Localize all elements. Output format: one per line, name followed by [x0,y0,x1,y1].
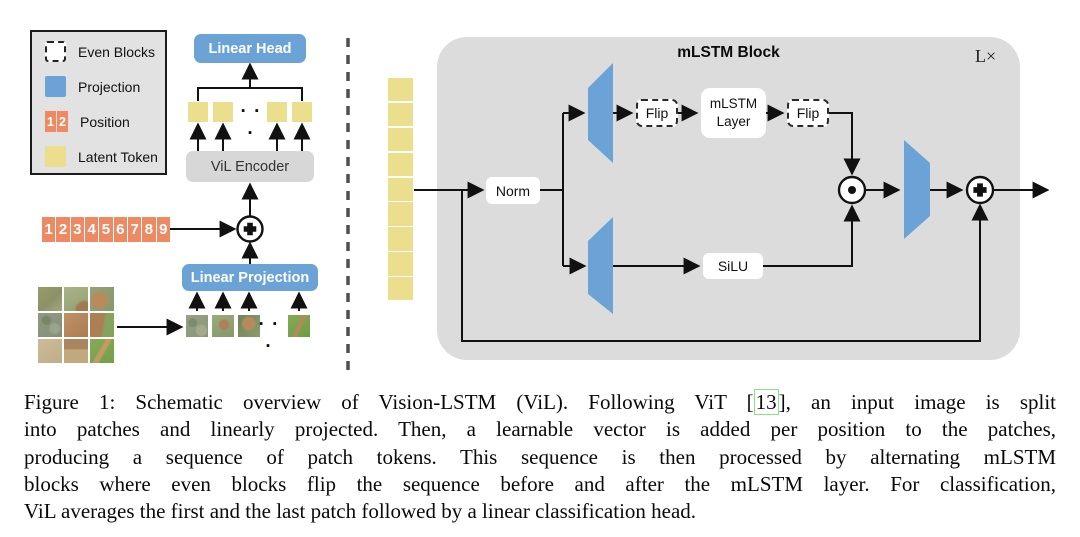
image-patch [90,339,114,363]
latent-token [388,78,413,102]
token-ellipsis: · · · [240,101,262,144]
input-image [38,287,114,363]
image-patch [64,287,88,311]
position-cell: 8 [142,217,156,242]
latent-token [213,102,233,122]
image-patch [38,339,62,363]
patch-ellipsis: · · · [258,314,280,357]
legend: Even Blocks Projection 1 2 Position Late… [30,30,167,175]
repeat-count-label: L× [975,46,997,66]
position-cell: 9 [156,217,170,242]
image-patch [64,339,88,363]
position-swatch-cell: 2 [57,111,68,132]
image-patch [90,313,114,337]
image-patch [64,313,88,337]
latent-token-swatch-icon [45,146,66,167]
mlstm-block-title: mLSTM Block [677,44,780,61]
image-patch [38,313,62,337]
even-blocks-swatch-icon [45,41,66,62]
flip-box-left: Flip [636,99,678,127]
legend-label: Projection [78,78,141,95]
latent-token [388,127,413,152]
linear-projection-box: Linear Projection [182,264,318,291]
legend-label: Latent Token [78,148,158,165]
flip-box-right: Flip [787,99,829,127]
latent-token [292,102,312,122]
caption-line: into patches and linearly projected. The… [24,417,1056,442]
legend-item-position: 1 2 Position [32,104,165,139]
position-swatch-cell: 1 [45,111,56,132]
latent-token [388,277,413,301]
position-cell: 7 [127,217,142,242]
latent-token [388,227,413,251]
patch-thumbnail [212,315,234,337]
citation-link: 13 [753,389,779,415]
legend-item-projection: Projection [32,69,165,104]
position-cell: 6 [113,217,127,242]
position-cell: 1 [42,217,56,242]
add-node-left [236,215,264,243]
figure-caption: Figure 1: Schematic overview of Vision-L… [24,389,1056,525]
patch-thumbnail [238,315,260,337]
projection-swatch-icon [45,76,66,97]
latent-token [188,102,208,122]
input-token-column [388,78,413,301]
caption-text: Figure 1: Schematic overview of Vision-L… [24,390,754,414]
mlstm-layer-line2: Layer [716,114,751,129]
image-patch [90,287,114,311]
caption-line: Figure 1: Schematic overview of Vision-L… [24,389,1056,416]
patch-thumbnail [288,315,310,337]
latent-token [388,177,413,201]
latent-token [388,202,413,226]
position-swatch-icon: 1 2 [45,111,68,132]
caption-line: producing a sequence of patch tokens. Th… [24,444,1056,469]
vil-encoder-box: ViL Encoder [186,151,314,182]
latent-token [388,252,413,276]
legend-item-even-blocks: Even Blocks [32,34,165,69]
caption-line: ViL averages the first and the last patc… [24,499,697,524]
position-cell: 3 [70,217,84,242]
patch-thumbnail [186,315,208,337]
linear-head-box: Linear Head [194,34,306,63]
latent-token [388,152,413,176]
legend-label: Position [80,113,130,130]
silu-box: SiLU [703,253,763,279]
norm-box: Norm [486,177,540,204]
mlstm-layer-line1: mLSTM [709,96,758,112]
position-cell: 4 [84,217,99,242]
position-cell: 2 [56,217,70,242]
legend-label: Even Blocks [78,43,156,60]
caption-line: blocks where even blocks flip the sequen… [24,471,1056,496]
legend-item-latent-token: Latent Token [32,139,165,174]
latent-token [267,102,287,122]
mlstm-layer-box: mLSTM Layer [701,88,766,138]
position-cell: 5 [99,217,113,242]
latent-token [388,102,413,127]
image-patch [38,287,62,311]
caption-text: ], an input image is split [778,390,1057,414]
